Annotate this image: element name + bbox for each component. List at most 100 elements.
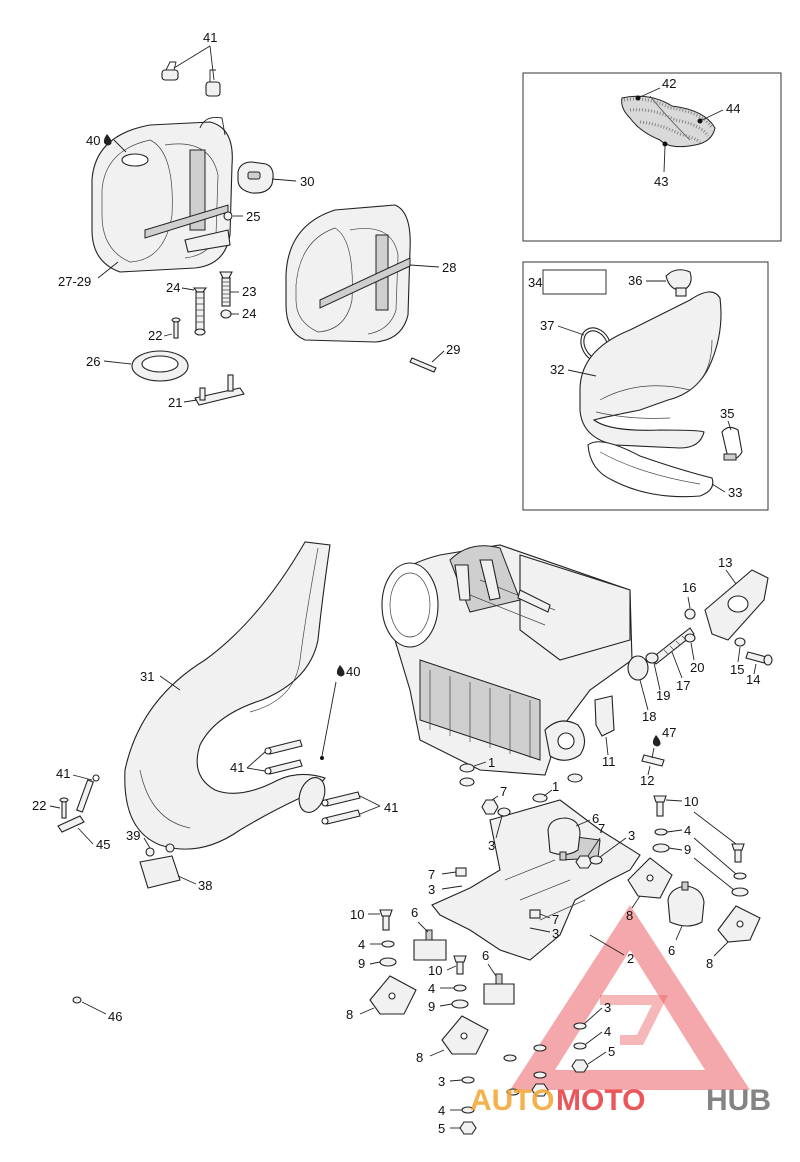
callout-40: 40	[86, 133, 100, 148]
callout-17: 17	[676, 678, 690, 693]
callout-26: 26	[86, 354, 100, 369]
callout-3e: 3	[604, 1000, 611, 1015]
callout-7d: 7	[552, 912, 559, 927]
engine-plate-2	[431, 799, 641, 961]
callout-41: 41	[203, 30, 217, 45]
callout-46: 46	[108, 1009, 122, 1024]
exhaust-pipe-31	[124, 541, 331, 850]
washer-4d	[573, 1042, 587, 1050]
spacer-1a2	[459, 777, 475, 787]
washer-20	[684, 633, 696, 643]
callout-16: 16	[682, 580, 696, 595]
watermark-moto: MOTO	[556, 1084, 645, 1117]
callout-7b: 7	[598, 821, 605, 836]
callout-9a: 9	[684, 842, 691, 857]
callout-43: 43	[654, 174, 668, 189]
callout-41-right: 41	[384, 800, 398, 815]
callout-3d: 3	[552, 926, 559, 941]
callout-45: 45	[96, 837, 110, 852]
callout-9c: 9	[428, 999, 435, 1014]
callout-34: 34	[528, 275, 542, 290]
heat-shield-42-44	[621, 95, 716, 148]
watermark-logo	[510, 905, 750, 1090]
callout-3a: 3	[488, 838, 495, 853]
callout-25: 25	[246, 209, 260, 224]
callout-31: 31	[140, 669, 154, 684]
washer-3b	[589, 855, 603, 865]
callout-27-29: 27-29	[58, 274, 91, 289]
rubber-mount-6c	[413, 929, 447, 961]
callout-5b: 5	[438, 1121, 445, 1136]
washer-9c-mid	[451, 999, 469, 1009]
callout-4c: 4	[428, 981, 435, 996]
drop-icon-47	[652, 735, 661, 747]
callout-7c: 7	[428, 867, 435, 882]
nut-5a	[571, 1059, 589, 1073]
callout-47: 47	[662, 725, 676, 740]
callout-40-lower: 40	[346, 664, 360, 679]
rubber-mount-6b	[667, 881, 705, 927]
washer-3a	[497, 807, 511, 817]
callout-30: 30	[300, 174, 314, 189]
callout-44: 44	[726, 101, 740, 116]
exhaust-pipe-box: 34 36 37 32 35	[522, 261, 769, 511]
callout-42: 42	[662, 76, 676, 91]
heat-shield-box: 42 44 43	[522, 72, 782, 242]
callout-21: 21	[168, 395, 182, 410]
engine-block	[381, 544, 633, 776]
bracket-8b	[369, 975, 417, 1015]
drop-icon	[103, 134, 112, 146]
shield-33	[587, 441, 714, 498]
callout-29: 29	[446, 342, 460, 357]
air-silencer-cover-28	[285, 204, 411, 343]
bracket-8c	[441, 1015, 489, 1055]
callout-14: 14	[746, 672, 760, 687]
callout-8a: 8	[626, 908, 633, 923]
washer-9c	[731, 887, 749, 897]
grommet-26	[131, 350, 189, 382]
plate-13	[704, 569, 769, 641]
callout-15: 15	[730, 662, 744, 677]
callout-32: 32	[550, 362, 564, 377]
bolt-10b	[379, 909, 393, 931]
air-silencer-assembly: 41 40 27-29 30 25	[58, 30, 314, 410]
exhaust-pipe-32	[579, 291, 722, 449]
knob-18	[627, 655, 649, 681]
callout-11: 11	[602, 754, 616, 769]
callout-33: 33	[728, 485, 742, 500]
callout-18: 18	[642, 709, 656, 724]
callout-8b: 8	[346, 1007, 353, 1022]
callout-3b: 3	[628, 828, 635, 843]
bracket-38	[139, 843, 181, 889]
watermark-text: AUTO MOTO HUB	[470, 1084, 771, 1117]
callout-36: 36	[628, 273, 642, 288]
bolt-24-left	[192, 287, 208, 336]
callout-6c: 6	[411, 905, 418, 920]
callout-3f: 3	[438, 1074, 445, 1089]
callout-4d: 4	[604, 1024, 611, 1039]
springs-41-mid	[264, 739, 303, 775]
washer-9a	[652, 843, 670, 853]
air-silencer-base	[91, 117, 233, 273]
callout-12: 12	[640, 773, 654, 788]
springs-41-right	[321, 791, 361, 825]
part-34-box	[542, 269, 607, 295]
watermark-auto: AUTO	[470, 1084, 554, 1117]
nut-25	[223, 211, 233, 221]
callout-10a: 10	[684, 794, 698, 809]
cap-36	[665, 269, 692, 297]
bracket-11	[594, 695, 615, 737]
callout-3c: 3	[428, 882, 435, 897]
bracket-8d	[717, 905, 761, 943]
washer-extra-a	[503, 1054, 517, 1062]
bracket-21	[194, 374, 245, 406]
bolt-10a	[653, 795, 667, 817]
bracket-8a	[627, 857, 673, 899]
callout-13: 13	[718, 555, 732, 570]
callout-41-left: 41	[56, 766, 70, 781]
callout-22-top: 22	[148, 328, 162, 343]
nut-7d	[529, 909, 541, 919]
callout-10c: 10	[428, 963, 442, 978]
washer-15	[734, 637, 746, 647]
washer-4b	[381, 940, 395, 948]
